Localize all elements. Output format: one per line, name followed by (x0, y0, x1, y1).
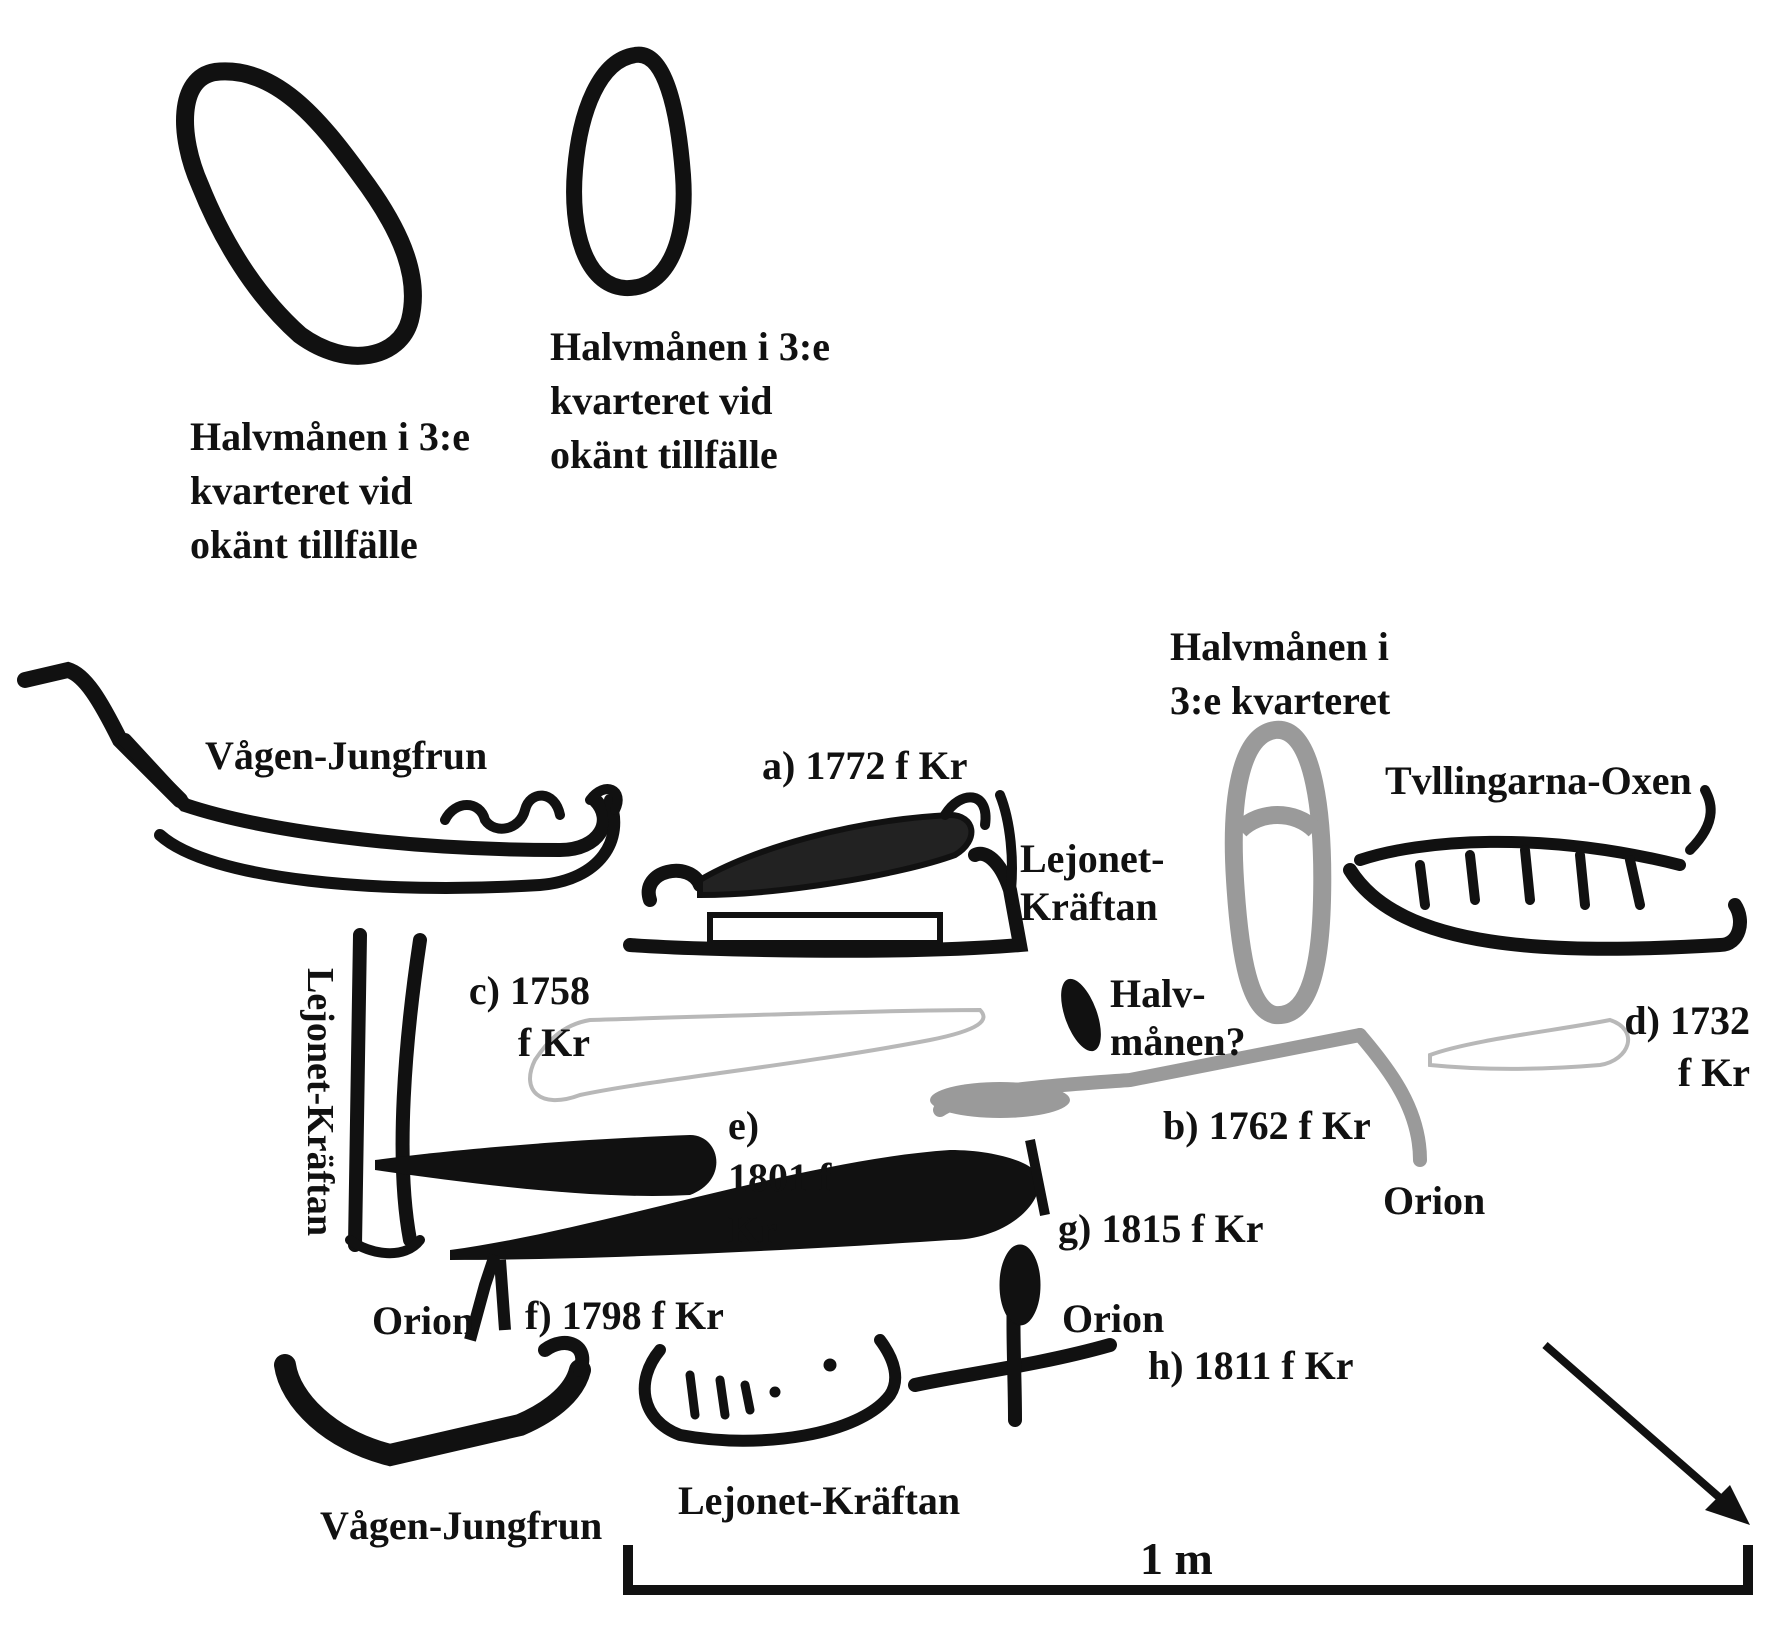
label-b-1762: b) 1762 f Kr (1163, 1103, 1371, 1148)
ship-vagen-jungfrun-bottom (274, 1335, 591, 1467)
label-e-1801: e) 1801 f Kr (728, 1103, 832, 1252)
label-d-1732: d) 1732 f Kr (1624, 998, 1750, 1095)
label-lejonet-kraftan-right: Lejonet-Kräftan (1020, 836, 1165, 929)
ship-vagen-jungfrun-top (17, 661, 623, 894)
label-g-1815: g) 1815 f Kr (1058, 1206, 1264, 1251)
outline-d-1732 (1428, 1017, 1631, 1071)
ship-c-1758 (528, 1007, 986, 1102)
orion-f (464, 1253, 511, 1342)
label-vagen-jungfrun-bottom: Vågen-Jungfrun (320, 1503, 603, 1548)
ship-tvillingarna-oxen (1343, 785, 1747, 956)
caption-moon-3: Halvmånen i 3:e kvarteret (1170, 624, 1391, 723)
moon-ring-2 (566, 46, 692, 296)
label-halvmanen-q: Halv-månen? (1110, 971, 1246, 1064)
label-orion-left: Orion (372, 1298, 475, 1343)
cross-h-1811 (908, 1244, 1117, 1427)
moon-figure-gray (1224, 720, 1332, 1025)
direction-arrow (1542, 1341, 1750, 1525)
moon-ring-1 (176, 62, 422, 365)
label-vagen-jungfrun-top: Vågen-Jungfrun (205, 733, 488, 778)
label-c-1758: c) 1758 f Kr (468, 968, 590, 1065)
label-orion-right: Orion (1383, 1178, 1486, 1223)
label-h-1811: h) 1811 f Kr (1148, 1343, 1354, 1388)
label-f-1798: f) 1798 f Kr (525, 1293, 724, 1338)
label-a-1772: a) 1772 f Kr (762, 743, 968, 788)
paddle-b-1762 (930, 1028, 1427, 1167)
caption-moon-1: Halvmånen i 3:e kvarteret vid okänt till… (190, 414, 470, 567)
label-tvillingarna-oxen: Tvllingarna-Oxen (1385, 758, 1692, 803)
boat-g-1815 (450, 1139, 1050, 1260)
label-scale-1m: 1 m (1140, 1533, 1213, 1584)
boat-e-1801 (375, 1135, 717, 1196)
vertical-poles (345, 928, 427, 1259)
label-lejonet-kraftan-bottom: Lejonet-Kräftan (678, 1478, 961, 1523)
caption-moon-2: Halvmånen i 3:e kvarteret vid okänt till… (550, 324, 830, 477)
scale-bar (623, 1545, 1753, 1595)
label-orion-mid: Orion (1062, 1296, 1165, 1341)
ship-lejonet-kraftan-bottom (638, 1334, 902, 1447)
small-oval-halvmanen (1061, 978, 1101, 1052)
label-lejonet-kraftan-vertical: Lejonet-Kräftan (299, 967, 341, 1237)
ship-a-1772 (623, 790, 1029, 958)
